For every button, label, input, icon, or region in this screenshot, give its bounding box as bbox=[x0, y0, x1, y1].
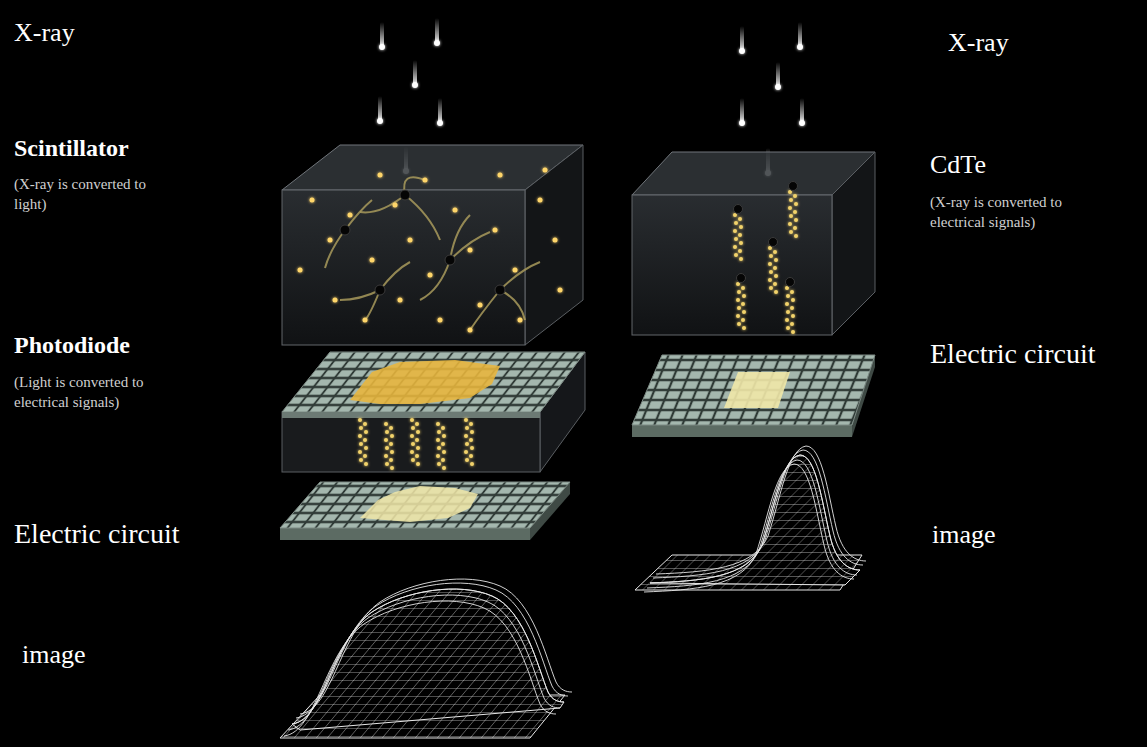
part-label: image bbox=[932, 520, 996, 550]
part-label: Scintillator bbox=[14, 135, 129, 163]
part-label: Electric circuit bbox=[930, 338, 1096, 370]
part-label: (X-ray is converted to light) bbox=[14, 174, 154, 215]
part-label: X-ray bbox=[948, 28, 1009, 58]
photodiode-layer bbox=[282, 352, 585, 472]
part-label: Photodiode bbox=[14, 332, 130, 360]
image-profile bbox=[635, 446, 866, 592]
cdte-block bbox=[632, 152, 875, 335]
circuit-board bbox=[632, 355, 875, 437]
scintillator-block bbox=[282, 145, 583, 345]
part-label: (X-ray is converted to electrical signal… bbox=[930, 192, 1110, 233]
part-label: CdTe bbox=[930, 150, 986, 180]
circuit-board bbox=[280, 482, 570, 540]
image-profile bbox=[280, 579, 572, 738]
part-label: Electric circuit bbox=[14, 518, 180, 550]
part-label: (Light is converted to electrical signal… bbox=[14, 372, 164, 413]
part-label: image bbox=[22, 640, 86, 670]
part-label: X-ray bbox=[14, 18, 75, 48]
